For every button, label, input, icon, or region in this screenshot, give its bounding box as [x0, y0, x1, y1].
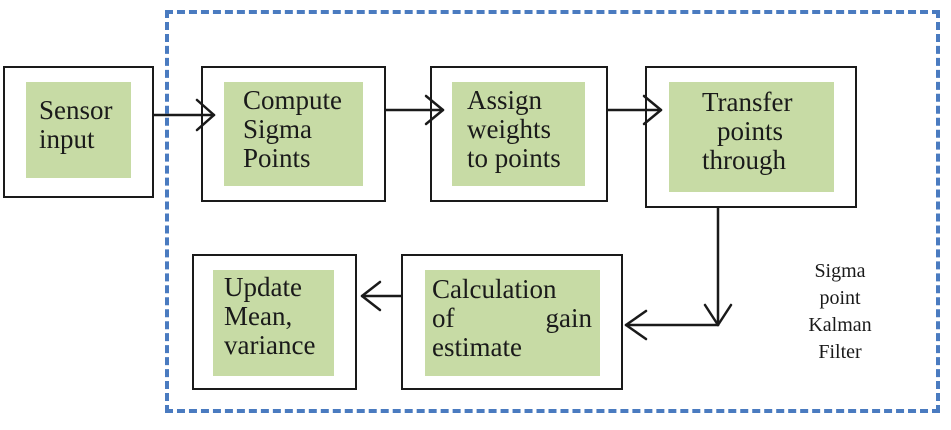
- update-mean-variance-text: Update Mean, variance: [224, 273, 315, 360]
- update-line-3: variance: [224, 330, 316, 360]
- compute-line-3: Points: [243, 143, 311, 173]
- transfer-points-fill: [669, 82, 834, 192]
- sensor-input-fill: [26, 82, 131, 178]
- calc-word-of: of: [432, 303, 455, 333]
- update-line-1: Update: [224, 272, 302, 302]
- assign-weights-text: Assign weights to points: [467, 86, 561, 173]
- group-label-line-3: Kalman: [808, 314, 872, 336]
- sigma-point-kalman-filter-group: [165, 10, 940, 413]
- compute-line-1: Compute: [243, 85, 342, 115]
- compute-sigma-points-fill: [224, 82, 363, 186]
- sensor-input-line-1: Sensor: [39, 95, 113, 125]
- calc-line-3: estimate: [432, 332, 522, 362]
- arrow-transfer-to-calc: [624, 206, 733, 341]
- group-label-line-4: Filter: [818, 341, 862, 363]
- update-line-2: Mean,: [224, 301, 293, 331]
- sigma-point-kalman-filter-label: Sigma point Kalman Filter: [800, 258, 880, 366]
- assign-line-2: weights: [467, 114, 551, 144]
- arrow-calc-to-update: [360, 280, 403, 312]
- arrow-sensor-to-compute: [152, 98, 216, 132]
- arrow-compute-to-assign: [384, 94, 445, 126]
- calc-line-1: Calculation: [432, 274, 557, 304]
- group-label-line-2: point: [819, 287, 861, 309]
- sensor-input-text: Sensor input: [39, 96, 113, 154]
- sensor-input-line-2: input: [39, 124, 95, 154]
- calc-line-2: of gain: [432, 304, 592, 333]
- assign-weights-fill: [452, 82, 585, 186]
- assign-line-3: to points: [467, 143, 561, 173]
- arrow-assign-to-transfer: [606, 94, 663, 126]
- transfer-line-3: through: [702, 145, 786, 175]
- group-label-line-1: Sigma: [814, 260, 866, 282]
- transfer-line-2: points: [717, 116, 784, 146]
- compute-sigma-points-text: Compute Sigma Points: [243, 86, 342, 173]
- compute-line-2: Sigma: [243, 114, 313, 144]
- transfer-line-1: Transfer: [702, 87, 793, 117]
- gain-calculation-fill: [425, 270, 600, 376]
- update-mean-variance-fill: [213, 270, 334, 376]
- gain-calculation-text: Calculation of gain estimate: [432, 275, 592, 362]
- assign-line-1: Assign: [467, 85, 543, 115]
- calc-word-gain: gain: [545, 303, 593, 333]
- transfer-points-text: Transfer points through: [702, 88, 793, 175]
